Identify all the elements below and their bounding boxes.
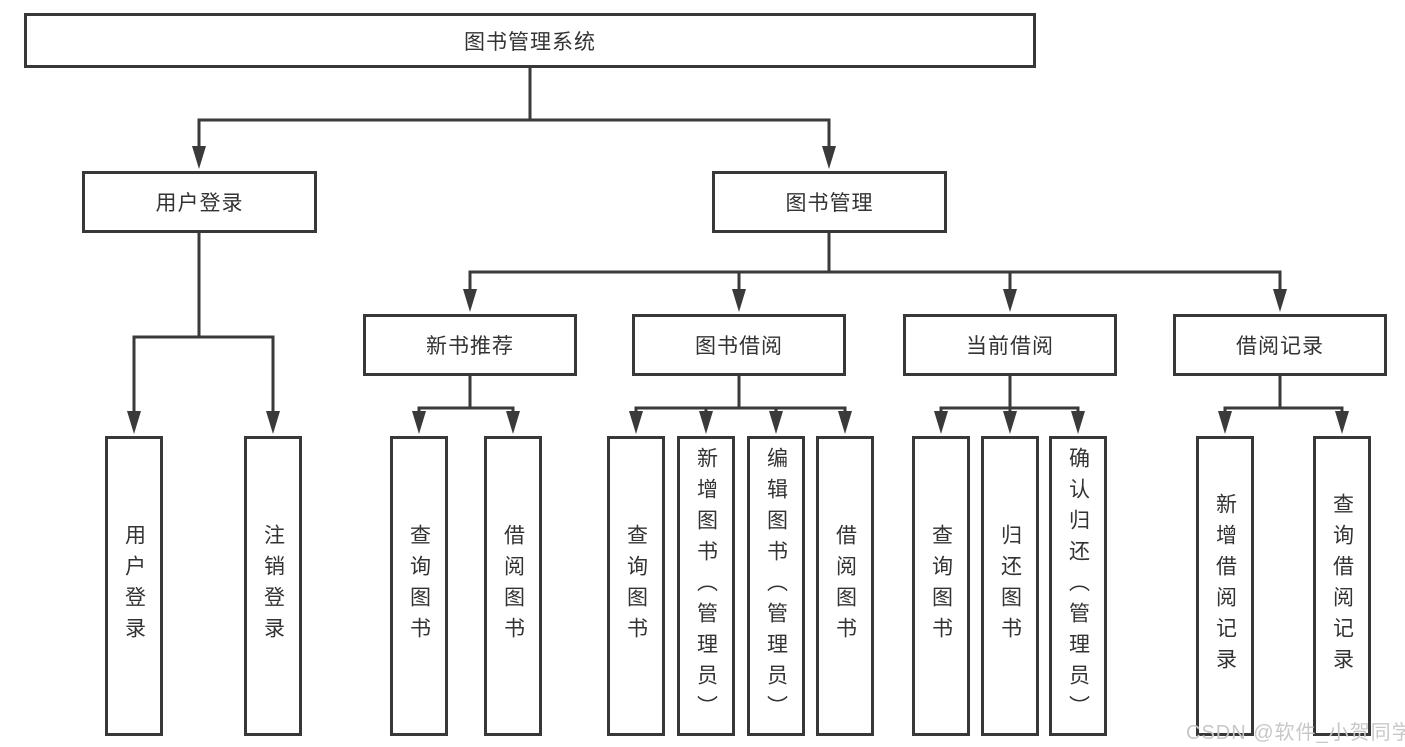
node-confirm-return-admin: 确认归还（管理员）	[1049, 436, 1107, 736]
arrow-down-icon	[266, 411, 280, 434]
edge-login-split	[132, 233, 275, 414]
edge-borrow-split	[634, 376, 847, 414]
arrow-down-icon	[463, 289, 477, 312]
arrow-down-icon	[1071, 411, 1085, 434]
node-book-management-branch: 图书管理	[712, 171, 947, 233]
arrow-down-icon	[699, 411, 713, 434]
edge-records-split	[1223, 376, 1344, 414]
node-label: 归还图书	[998, 524, 1022, 648]
arrow-down-icon	[1335, 411, 1349, 434]
node-label: 图书借阅	[695, 335, 783, 358]
node-book-borrow: 图书借阅	[632, 314, 846, 376]
node-label: 注销登录	[261, 524, 285, 648]
node-label: 确认归还（管理员）	[1066, 446, 1090, 726]
node-label: 新书推荐	[426, 335, 514, 358]
node-borrow-records: 借阅记录	[1173, 314, 1387, 376]
node-label: 借阅记录	[1236, 335, 1324, 358]
node-query-books-recommend: 查询图书	[390, 436, 448, 736]
node-current-borrow: 当前借阅	[903, 314, 1117, 376]
edge-mgmt-split	[468, 233, 1282, 291]
node-new-book-recommend: 新书推荐	[363, 314, 577, 376]
node-label: 图书管理	[785, 192, 874, 215]
arrowheads	[127, 146, 1349, 434]
arrow-down-icon	[1218, 411, 1232, 434]
node-query-books-borrow: 查询图书	[607, 436, 665, 736]
node-label: 借阅图书	[501, 524, 525, 648]
arrow-down-icon	[934, 411, 948, 434]
arrow-down-icon	[412, 411, 426, 434]
node-library-management-system: 图书管理系统	[24, 13, 1036, 68]
node-logout-leaf: 注销登录	[244, 436, 302, 736]
arrow-down-icon	[1273, 289, 1287, 312]
node-query-borrow-record: 查询借阅记录	[1313, 436, 1371, 736]
watermark: CSDN @软件_小贺同学	[1186, 722, 1405, 744]
node-label: 图书管理系统	[464, 30, 596, 54]
node-label: 编辑图书（管理员）	[764, 446, 788, 726]
node-label: 查询图书	[929, 524, 953, 648]
arrow-down-icon	[629, 411, 643, 434]
node-user-login-leaf: 用户登录	[105, 436, 163, 736]
node-edit-book-admin: 编辑图书（管理员）	[747, 436, 805, 736]
node-return-book: 归还图书	[981, 436, 1039, 736]
node-borrow-books-recommend: 借阅图书	[484, 436, 542, 736]
node-label: 查询借阅记录	[1330, 493, 1354, 679]
arrow-down-icon	[192, 146, 206, 169]
arrow-down-icon	[506, 411, 520, 434]
arrow-down-icon	[1003, 411, 1017, 434]
node-label: 新增借阅记录	[1213, 493, 1237, 679]
node-label: 借阅图书	[833, 524, 857, 648]
arrow-down-icon	[822, 146, 836, 169]
edge-recommend-split	[417, 376, 515, 414]
edge-root-split	[197, 68, 831, 148]
arrow-down-icon	[127, 411, 141, 434]
node-add-book-admin: 新增图书（管理员）	[677, 436, 735, 736]
node-user-login-branch: 用户登录	[82, 171, 317, 233]
node-label: 查询图书	[624, 524, 648, 648]
node-query-books-current: 查询图书	[912, 436, 970, 736]
arrow-down-icon	[732, 289, 746, 312]
node-add-borrow-record: 新增借阅记录	[1196, 436, 1254, 736]
node-label: 用户登录	[122, 524, 146, 648]
node-label: 当前借阅	[966, 335, 1054, 358]
node-borrow-books-leaf: 借阅图书	[816, 436, 874, 736]
arrow-down-icon	[769, 411, 783, 434]
node-label: 新增图书（管理员）	[694, 446, 718, 726]
node-label: 用户登录	[155, 192, 244, 215]
arrow-down-icon	[1003, 289, 1017, 312]
node-label: 查询图书	[407, 524, 431, 648]
arrow-down-icon	[838, 411, 852, 434]
edge-current-split	[939, 376, 1080, 414]
